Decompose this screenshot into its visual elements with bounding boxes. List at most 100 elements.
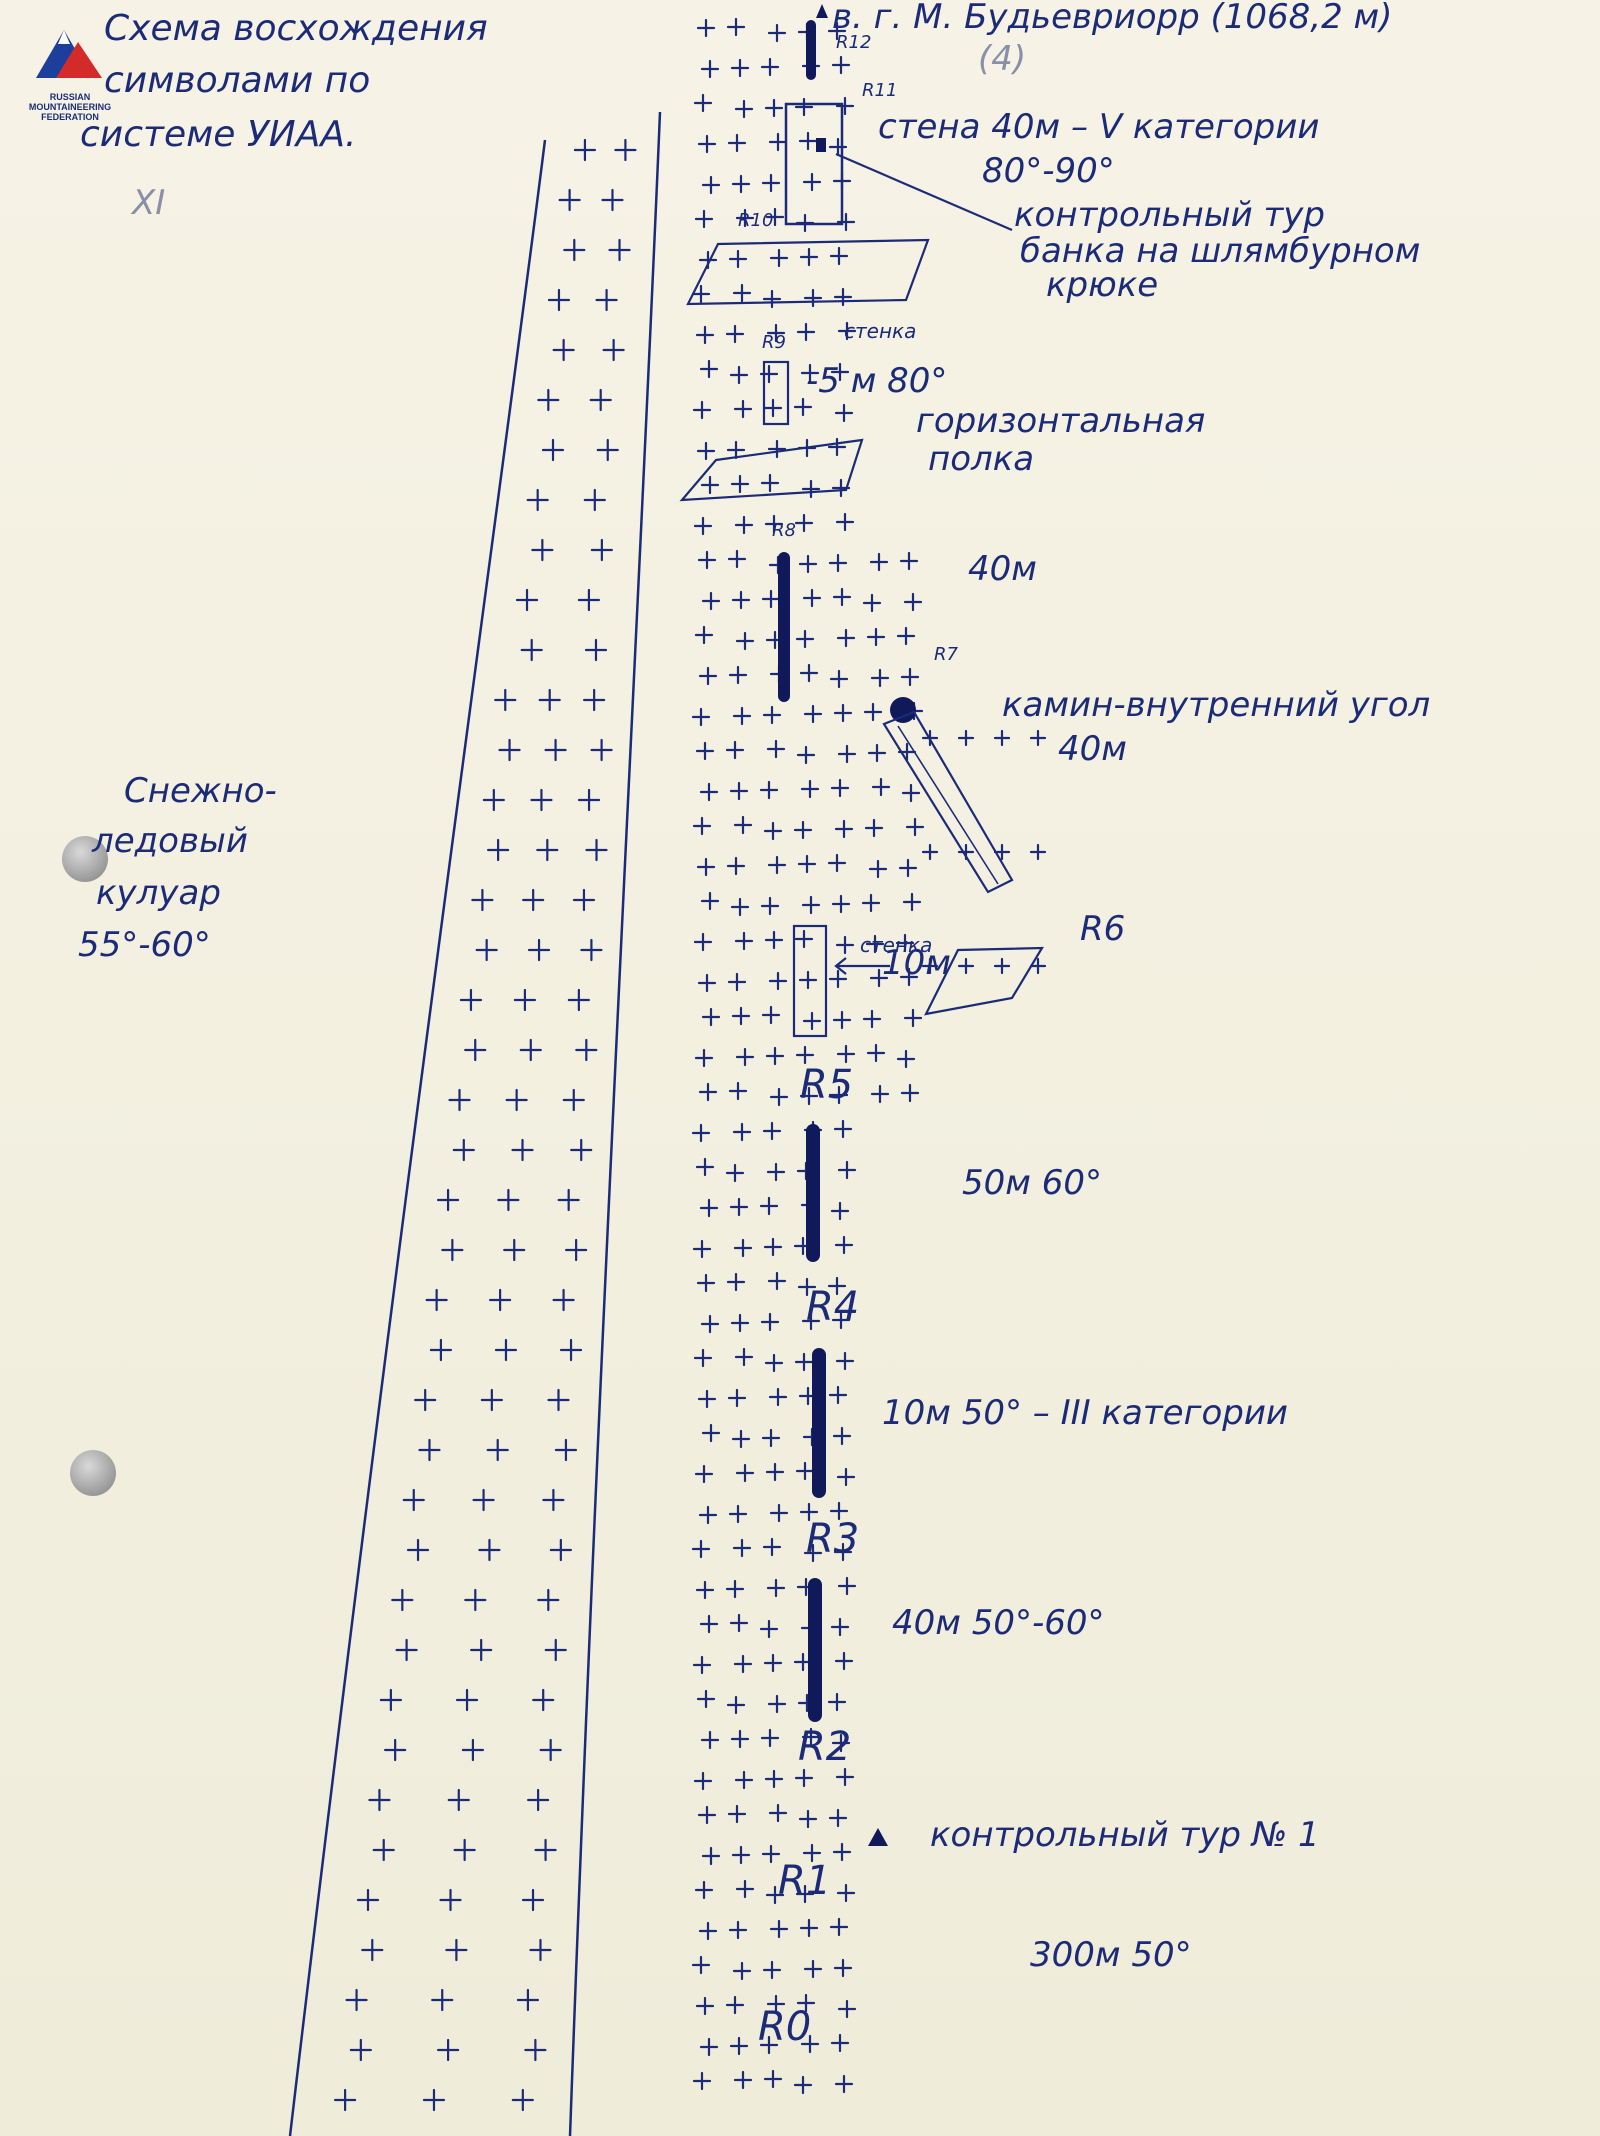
cross-mark [539,1738,562,1762]
logo-peak-icon [56,42,102,78]
cross-mark [766,1994,786,2014]
cross-mark [537,388,560,412]
small-wall-box [762,360,790,426]
cross-mark [384,1738,407,1762]
cross-mark [589,388,612,412]
cross-mark [577,788,601,812]
cross-mark [584,638,608,662]
cross-mark [993,957,1011,975]
cross-mark [769,1503,789,1523]
cross-mark [356,1888,380,1912]
cross-mark [896,1049,916,1069]
rock-cross-hatching [334,17,1047,2112]
cross-mark [759,2035,779,2055]
cross-mark [552,338,575,362]
cross-mark [541,438,565,462]
cross-mark [769,248,789,268]
cross-mark [459,988,483,1012]
cross-mark [794,513,814,533]
cross-mark [835,512,855,532]
cross-mark [730,1313,750,1333]
route-pitches [778,20,826,1722]
cross-mark [993,843,1011,861]
cross-mark [691,1123,711,1143]
cross-mark [1029,843,1047,861]
cross-mark [905,817,925,837]
cross-mark [765,1885,785,1905]
cross-mark [831,1310,851,1330]
cross-mark [590,538,613,562]
cross-mark [795,1045,815,1065]
pitch-r3-label: 40м 50°-60° [892,1603,1105,1643]
cross-mark [767,855,787,875]
cross-mark [761,1428,781,1448]
cross-mark [498,738,521,762]
control-tour-1-icon [868,1828,888,1846]
cross-mark [726,17,746,37]
cross-mark [461,1738,485,1762]
cross-mark [760,57,780,77]
cross-mark [861,893,881,913]
cross-mark [726,1695,746,1715]
cross-mark [735,1463,755,1483]
cross-mark [793,820,813,840]
cross-mark [524,2038,547,2062]
cross-mark [349,2038,372,2062]
cross-mark [731,1429,751,1449]
cross-mark [921,957,939,975]
cairn-leader-line [835,152,1013,232]
cross-mark [801,1727,821,1747]
point-r5: R5 [800,1062,853,1108]
cross-mark [766,1578,786,1598]
cross-mark [768,1803,788,1823]
cross-mark [414,1388,437,1412]
cross-mark [694,1464,714,1484]
cross-mark [767,1271,787,1291]
cross-mark [698,1921,718,1941]
cross-mark [802,1011,822,1031]
cross-mark [760,1728,780,1748]
cross-mark [764,930,784,950]
horizontal-label-1: горизонтальная [916,401,1205,441]
cross-mark [549,1538,572,1562]
cross-mark [511,1138,534,1162]
cross-mark [829,669,849,689]
cross-mark [536,838,559,862]
cross-mark [700,891,720,911]
cross-mark [795,629,815,649]
couloir-label-1: Снежно- [124,771,277,811]
cross-mark [733,1238,753,1258]
cross-mark [511,2088,534,2112]
cross-mark [692,400,712,420]
cross-mark [521,1888,545,1912]
cross-mark [832,1426,852,1446]
cross-mark [903,592,923,612]
cross-mark [735,1047,755,1067]
point-r11: R11 [862,80,897,101]
cross-mark [801,1311,821,1331]
cross-mark [727,972,747,992]
pitch-r3-bar [808,1578,822,1722]
cross-mark [699,1614,719,1634]
cross-mark [696,18,716,38]
cross-mark [735,208,755,228]
cross-mark [833,287,853,307]
cross-mark [728,249,748,269]
cross-mark [725,1163,745,1183]
cross-mark [800,363,820,383]
cross-mark [803,1543,823,1563]
cross-mark [727,1388,747,1408]
cross-mark [836,1883,856,1903]
cross-mark [834,2074,854,2094]
logo-text: RUSSIAN MOUNTAINEERING FEDERATION [8,92,132,122]
cross-mark [801,895,821,915]
title-line2: символами по [104,60,370,101]
cross-mark [725,324,745,344]
cross-mark [734,515,754,535]
cross-mark [530,788,553,812]
punch-hole-lower [70,1450,116,1496]
cross-mark [431,1988,454,2012]
cross-mark [697,550,717,570]
federation-logo [36,30,102,78]
